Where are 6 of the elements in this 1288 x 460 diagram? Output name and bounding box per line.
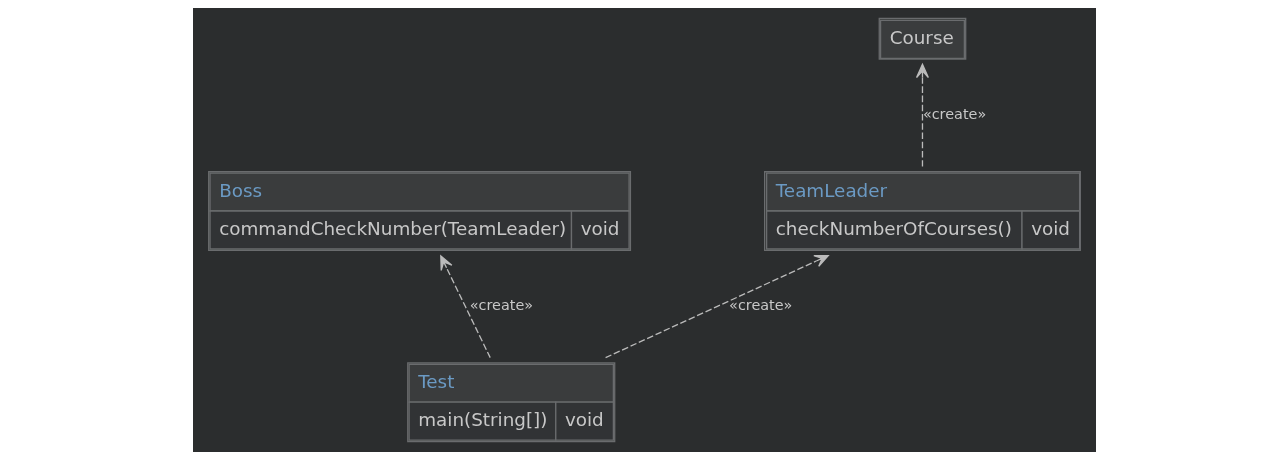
edge-label: «create» [469,297,533,314]
arrow [604,254,829,359]
arrow [915,63,929,168]
arrow [439,255,491,359]
edge-label: «create» [728,297,792,314]
edge-label: «create» [922,106,986,123]
